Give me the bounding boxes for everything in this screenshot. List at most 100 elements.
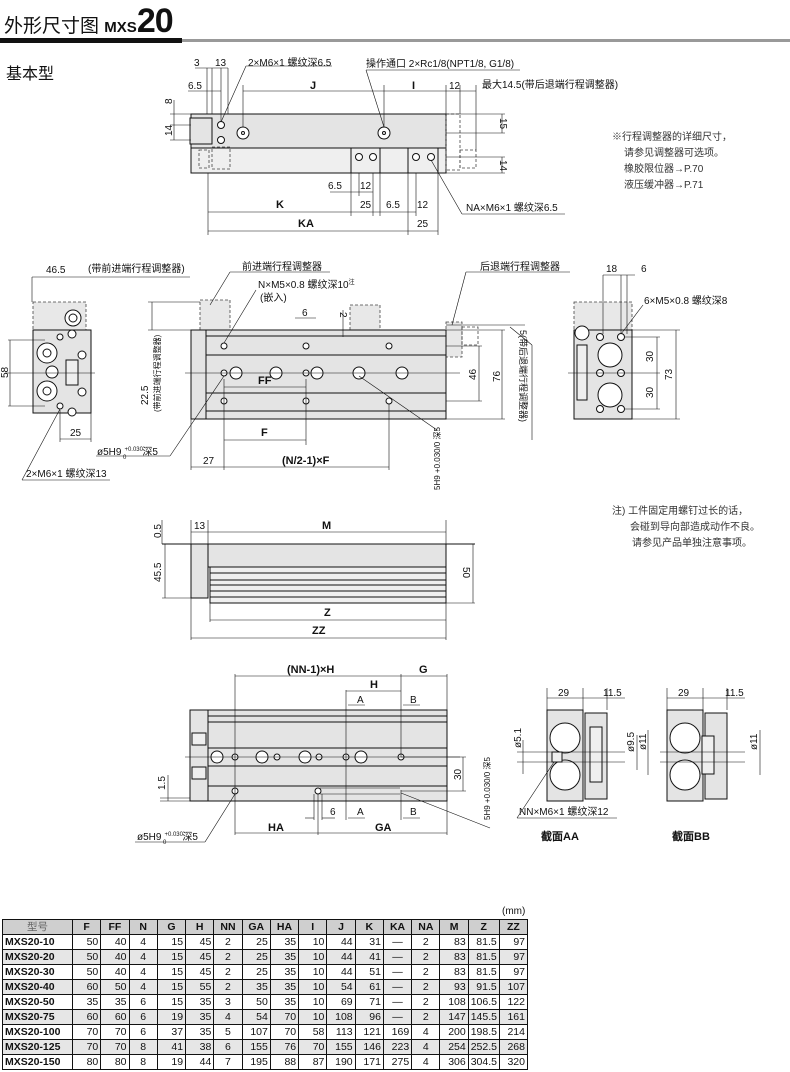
- value-cell: 15: [156, 964, 187, 980]
- value-cell: 37: [156, 1024, 187, 1040]
- value-cell: 190: [326, 1054, 356, 1070]
- tap-depth-13: 2×M6×1 螺纹深13: [26, 467, 107, 480]
- value-cell: 10: [298, 1009, 328, 1025]
- column-header: 型号: [2, 919, 73, 935]
- value-cell: 35: [269, 934, 300, 950]
- dim-11-5: 11.5: [725, 688, 744, 699]
- column-header: NN: [213, 919, 243, 935]
- pin-depth: 深5: [182, 831, 198, 843]
- page-title: 外形尺寸图 MXS20: [4, 2, 174, 41]
- dim-12: 12: [449, 81, 461, 92]
- value-cell: 4: [128, 979, 158, 995]
- value-cell: 40: [100, 964, 130, 980]
- value-cell: 91.5: [467, 979, 500, 995]
- value-cell: 70: [71, 1039, 102, 1055]
- value-cell: 25: [241, 949, 271, 965]
- column-header: K: [354, 919, 384, 935]
- title-text: 外形尺寸图: [4, 16, 100, 37]
- front-view: 0.5 13 M 45.5 50 Z ZZ: [153, 520, 475, 640]
- dim-46: 46: [468, 368, 479, 380]
- value-cell: 81.5: [467, 964, 500, 980]
- note-line: 会碰到导向部造成动作不良。: [630, 520, 760, 533]
- value-cell: —: [382, 1009, 413, 1025]
- dim-H: H: [370, 679, 378, 691]
- note-line: 注) 工件固定用螺钉过长的话，: [612, 504, 748, 517]
- dim-45-5: 45.5: [153, 562, 164, 582]
- column-header: J: [326, 919, 356, 935]
- dim-dia-5-1: ø5.1: [513, 728, 524, 748]
- na-label-rest: ×M6×1 螺纹深6.5: [480, 201, 558, 214]
- model-cell: MXS20-75: [2, 1009, 73, 1025]
- bottom-view: (NN-1)×H G H A B 1.5 30 5H9 +0.030/0 深5 …: [135, 664, 492, 846]
- value-cell: 171: [354, 1054, 384, 1070]
- value-cell: —: [382, 994, 413, 1010]
- dim-15: 15: [497, 118, 508, 130]
- pin-hole-vertical: 5H9 +0.030/0 深5: [433, 427, 442, 490]
- value-cell: 8: [128, 1054, 158, 1070]
- value-cell: 4: [128, 964, 158, 980]
- model-cell: MXS20-150: [2, 1054, 73, 1070]
- dim-G: G: [419, 664, 428, 676]
- value-cell: 108: [326, 1009, 356, 1025]
- value-cell: 122: [498, 994, 529, 1010]
- value-cell: 61: [354, 979, 384, 995]
- value-cell: 70: [71, 1024, 102, 1040]
- value-cell: 2: [411, 979, 441, 995]
- value-cell: 2: [411, 1009, 441, 1025]
- value-cell: 2: [411, 994, 441, 1010]
- dim-0-5: 0.5: [153, 524, 164, 538]
- section-mark-B-bottom: B: [410, 807, 417, 818]
- value-cell: 304.5: [467, 1054, 500, 1070]
- value-cell: 70: [269, 1024, 300, 1040]
- model-cell: MXS20-50: [2, 994, 73, 1010]
- port-label: 操作通口 2×Rc1/8(NPT1/8, G1/8): [366, 57, 514, 70]
- value-cell: 108: [439, 994, 469, 1010]
- n-tap-note: 注: [349, 278, 355, 286]
- dim-13: 13: [215, 58, 227, 69]
- unit-label: (mm): [502, 906, 526, 917]
- dim-2: 2: [337, 312, 348, 318]
- value-cell: 4: [411, 1039, 441, 1055]
- value-cell: 80: [71, 1054, 102, 1070]
- value-cell: 44: [326, 949, 356, 965]
- dim-nn-h: (NN-1)×H: [287, 664, 334, 676]
- rear-adjuster-vertical: 5(带后退端行程调整器): [518, 330, 529, 422]
- value-cell: 45: [185, 949, 215, 965]
- section-mark-A-top: A: [357, 695, 364, 706]
- value-cell: 97: [498, 949, 529, 965]
- tolerance-zero: 0: [163, 840, 167, 846]
- value-cell: 70: [269, 1009, 300, 1025]
- value-cell: 2: [411, 934, 441, 950]
- value-cell: 35: [269, 994, 300, 1010]
- dim-18: 18: [606, 264, 618, 275]
- value-cell: 146: [354, 1039, 384, 1055]
- section-subtitle: 基本型: [6, 66, 55, 83]
- value-cell: 35: [185, 1024, 215, 1040]
- side-view: 前进端行程调整器 N×M5×0.8 螺纹深10注 (嵌入) 6 2 后退端行程调…: [96, 260, 570, 490]
- column-header: G: [156, 919, 187, 935]
- value-cell: 169: [382, 1024, 413, 1040]
- dimension-drawings: 3 13 2×M6×1 螺纹深6.5 操作通口 2×Rc1/8(NPT1/8, …: [0, 56, 761, 846]
- value-cell: 70: [100, 1024, 130, 1040]
- value-cell: 8: [128, 1039, 158, 1055]
- nf-formula: (N/2-1)×F: [282, 455, 330, 467]
- tolerance-zero: 0: [123, 455, 127, 461]
- value-cell: 275: [382, 1054, 413, 1070]
- dim-K: K: [276, 199, 284, 211]
- value-cell: 6: [213, 1039, 243, 1055]
- value-cell: 83: [439, 949, 469, 965]
- value-cell: 40: [100, 949, 130, 965]
- value-cell: 54: [326, 979, 356, 995]
- model-cell: MXS20-125: [2, 1039, 73, 1055]
- right-end-view: 18 6 6×M5×0.8 螺纹深8 30 30 73: [568, 264, 728, 420]
- value-cell: 2: [213, 934, 243, 950]
- value-cell: 60: [71, 1009, 102, 1025]
- value-cell: 69: [326, 994, 356, 1010]
- column-header: H: [185, 919, 215, 935]
- value-cell: 2: [213, 949, 243, 965]
- model-cell: MXS20-100: [2, 1024, 73, 1040]
